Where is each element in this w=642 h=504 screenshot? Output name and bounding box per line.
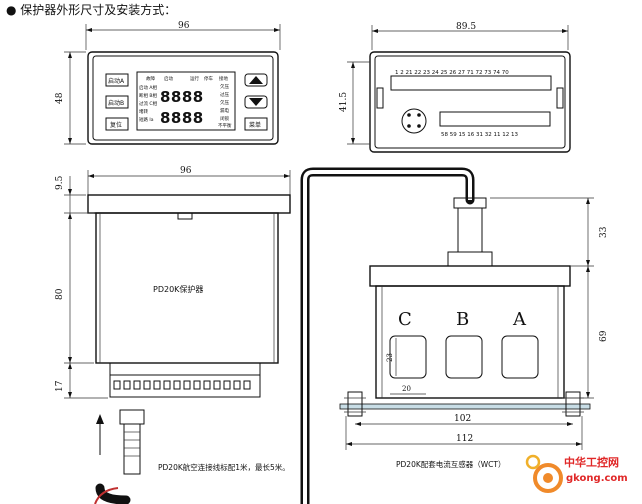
terminal-row (109, 374, 261, 398)
watermark-logo: 中华工控网 gkong.com (525, 454, 628, 493)
down-arrow-icon (249, 98, 263, 106)
side-terminal-dim: 17 (55, 380, 65, 392)
front-height-dim: 48 (55, 92, 65, 104)
side-body-dim: 80 (55, 288, 65, 300)
reset-button (105, 117, 129, 131)
hole-height-dim: 23 (386, 353, 394, 362)
up-arrow-icon (96, 414, 104, 424)
cable-core (303, 170, 472, 504)
status-label-6: 闭锁 (220, 115, 229, 122)
plug-body (123, 423, 141, 475)
mounting-rail (339, 403, 591, 410)
heading: ● 保护器外形尺寸及安装方式： (6, 2, 176, 17)
status-label-4: 欠压 (220, 99, 229, 106)
up-arrow-icon (249, 76, 263, 84)
ct-plug-base (447, 251, 493, 267)
front-view: 96 48 启动A 启动B 复位 故障 启动 运行 停车 启动 A相 断相 B相… (55, 21, 281, 145)
status-label-7: 不平衡 (218, 122, 232, 129)
display-row-label-2: 断相 B相 (139, 92, 158, 99)
top-terminal-block (390, 75, 552, 91)
display-row-label-4: 堵转 (139, 108, 148, 115)
side-top-dim: 9.5 (55, 175, 65, 190)
display-top-label-1: 故障 (146, 75, 155, 82)
status-label-1: 接地 (219, 75, 228, 82)
side-flange (87, 194, 291, 214)
front-panel-outer (87, 51, 279, 145)
display-row-label-3: 过流 C相 (139, 100, 158, 107)
bottom-terminal-block (439, 111, 551, 127)
watermark-site-cn: 中华工控网 (564, 455, 619, 469)
phase-b-hole (445, 335, 483, 379)
phase-a-hole (501, 335, 539, 379)
rear-panel-inner (374, 55, 566, 149)
left-screw (347, 391, 363, 417)
plug-head (119, 409, 145, 425)
ct-plug-body (457, 207, 483, 253)
menu-button (244, 117, 268, 131)
ct-label: PD20K配套电流互感器（WCT） (396, 459, 506, 469)
display-digits-bottom: 8888 (160, 109, 204, 127)
rear-height-dim: 41.5 (339, 92, 349, 112)
display-top-label-2: 启动 (164, 75, 173, 82)
ct-body (375, 285, 565, 399)
status-label-3: 过压 (220, 91, 229, 98)
side-view: 96 PD20K保护器 9.5 80 1 (55, 166, 291, 475)
display-row-label-5: 短路 Ia (139, 116, 154, 123)
total-dim: 112 (456, 434, 473, 444)
bottom-terminal-numbers: 58 59 15 16 31 32 11 12 13 (441, 132, 518, 138)
menu-label: 菜单 (249, 121, 261, 129)
phase-c-label: C (398, 309, 412, 330)
down-button (244, 95, 268, 109)
start-a-button (105, 73, 129, 87)
ct-top-dim: 33 (599, 226, 609, 238)
phase-a-label: A (512, 309, 527, 330)
ct-view: C B A 23 20 102 112 (339, 197, 609, 469)
terminal-squares (113, 380, 251, 390)
start-b-label: 启动B (108, 99, 124, 107)
status-label-5: 漏电 (220, 107, 229, 114)
phase-b-label: B (456, 309, 469, 330)
cable-outline (95, 167, 475, 504)
red-arc (94, 487, 119, 504)
ct-right-dim: 69 (599, 330, 609, 342)
cable-note: PD20K航空连接线标配1米，最长5米。 (158, 462, 290, 472)
side-label: PD20K保护器 (153, 284, 203, 294)
phase-c-hole (389, 335, 427, 379)
front-width-dim: 96 (178, 21, 190, 31)
display-top-label-4: 停车 (204, 75, 213, 82)
rail-dim: 102 (454, 414, 471, 424)
terminal-base (109, 362, 261, 376)
rear-panel-outer (369, 51, 571, 153)
gear-icon (533, 463, 563, 493)
watermark-site-url: gkong.com (566, 473, 628, 484)
ct-top-band (369, 265, 571, 287)
right-screw (565, 391, 581, 417)
front-panel-inner (92, 55, 274, 141)
rear-view: 89.5 41.5 1 2 21 22 23 24 25 26 27 71 72… (339, 22, 571, 153)
start-b-button (105, 95, 129, 109)
start-a-label: 启动A (108, 77, 125, 85)
top-terminal-numbers: 1 2 21 22 23 24 25 26 27 71 72 73 74 70 (395, 70, 509, 76)
display-window (136, 71, 236, 131)
display-row-label-1: 启动 A相 (139, 84, 158, 91)
aviation-connector (401, 108, 427, 134)
side-width-dim: 96 (180, 166, 192, 176)
reset-label: 复位 (110, 121, 122, 129)
status-label-2: 欠压 (220, 83, 229, 90)
hole-width-dim: 20 (402, 385, 411, 393)
rear-width-dim: 89.5 (456, 22, 476, 32)
display-digits-top: 8888 (160, 88, 204, 106)
up-button (244, 73, 268, 87)
display-top-label-3: 运行 (190, 75, 199, 82)
